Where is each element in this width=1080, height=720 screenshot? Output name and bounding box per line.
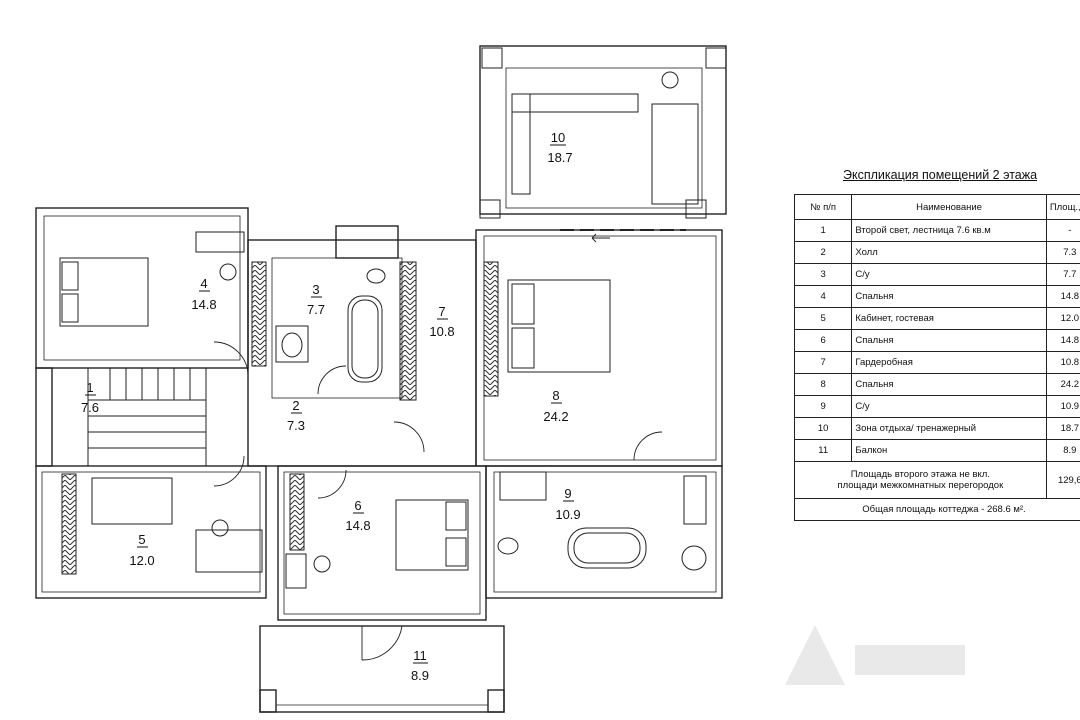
room-10-number: 10 <box>551 130 565 145</box>
wall-room-6 <box>277 465 487 621</box>
room-4-area: 14.8 <box>191 297 216 312</box>
sanitary <box>275 268 707 571</box>
cell-num: 2 <box>793 241 853 264</box>
cell-name: Зона отдыха/ тренажерный <box>851 417 1047 440</box>
floor-total-label-line1: Площадь второго этажа не вкл. <box>850 469 990 480</box>
floor-total-label: Площадь второго этажа не вкл. площади ме… <box>794 461 1047 499</box>
watermark-logo <box>785 625 965 685</box>
cell-name: Спальня <box>851 285 1047 308</box>
wall-room-9 <box>485 465 723 599</box>
cell-name: С/у <box>851 395 1047 418</box>
cell-num: 10 <box>793 417 853 440</box>
cell-area: 7.3 <box>1045 241 1080 264</box>
cell-area: 10.9 <box>1045 395 1080 418</box>
cell-num: 3 <box>793 263 853 286</box>
room-8-number: 8 <box>552 388 559 403</box>
cell-area: 10.8 <box>1045 351 1080 374</box>
cell-area: 14.8 <box>1045 285 1080 308</box>
header-name: Наименование <box>851 194 1047 220</box>
cell-name: Холл <box>851 241 1047 264</box>
cell-area: 18.7 <box>1045 417 1080 440</box>
room-2-number: 2 <box>292 398 299 413</box>
room-1-number: 1 <box>86 380 93 395</box>
wall-room-11 <box>259 625 505 713</box>
cell-name: Спальня <box>851 329 1047 352</box>
cottage-total-row: Общая площадь коттеджа - 268.6 м². <box>794 498 1080 521</box>
cell-area: 8.9 <box>1045 439 1080 462</box>
room-6-area: 14.8 <box>345 518 370 533</box>
cell-num: 7 <box>793 351 853 374</box>
cell-num: 8 <box>793 373 853 396</box>
room-5-area: 12.0 <box>129 553 154 568</box>
cell-num: 6 <box>793 329 853 352</box>
cottage-total: Общая площадь коттеджа - 268.6 м². <box>794 498 1080 521</box>
cell-num: 9 <box>793 395 853 418</box>
room-7-number: 7 <box>438 304 445 319</box>
header-num: № п/п <box>793 194 853 220</box>
cell-num: 4 <box>793 285 853 308</box>
wall-room-10 <box>479 45 727 215</box>
cell-area: 24.2 <box>1045 373 1080 396</box>
cell-name: Гардеробная <box>851 351 1047 374</box>
wall-room-8 <box>475 229 723 467</box>
floor-plan: 1 7.6 2 7.3 3 7.7 4 14.8 5 12.0 6 14.8 7… <box>35 45 727 713</box>
cell-num: 5 <box>793 307 853 330</box>
cell-name: Кабинет, гостевая <box>851 307 1047 330</box>
header-area: Площ., м <box>1045 194 1080 220</box>
floor-total-label-line2: площади межкомнатных перегородок <box>837 480 1004 491</box>
room-10-area: 18.7 <box>547 150 572 165</box>
room-11-area: 8.9 <box>411 668 429 683</box>
doors <box>213 233 663 661</box>
stairs <box>87 367 207 467</box>
room-7-area: 10.8 <box>429 324 454 339</box>
room-4-number: 4 <box>200 276 207 291</box>
cell-area: 7.7 <box>1045 263 1080 286</box>
wall-window-block <box>335 225 399 259</box>
floor-total-row: Площадь второго этажа не вкл. площади ме… <box>794 461 1080 499</box>
wardrobes <box>61 261 499 575</box>
cell-name: Второй свет, лестница 7.6 кв.м <box>851 219 1047 242</box>
cell-area: - <box>1045 219 1080 242</box>
room-3-number: 3 <box>312 282 319 297</box>
room-5-number: 5 <box>138 532 145 547</box>
room-8-area: 24.2 <box>543 409 568 424</box>
legend-title: Экспликация помещений 2 этажа <box>843 168 1038 182</box>
room-6-number: 6 <box>354 498 361 513</box>
room-2-area: 7.3 <box>287 418 305 433</box>
room-11-number: 11 <box>413 648 427 663</box>
furniture <box>195 71 699 589</box>
cell-name: Спальня <box>851 373 1047 396</box>
room-1-area: 7.6 <box>81 400 99 415</box>
cell-name: Балкон <box>851 439 1047 462</box>
floor-total-value: 129,6 <box>1045 461 1080 499</box>
cell-num: 11 <box>793 439 853 462</box>
cell-num: 1 <box>793 219 853 242</box>
room-3-area: 7.7 <box>307 302 325 317</box>
room-9-number: 9 <box>564 486 571 501</box>
room-9-area: 10.9 <box>555 507 580 522</box>
beds <box>59 257 611 571</box>
table-header-row: № п/п Наименование Площ., м <box>793 194 1080 220</box>
cell-area: 12.0 <box>1045 307 1080 330</box>
cell-area: 14.8 <box>1045 329 1080 352</box>
cell-name: С/у <box>851 263 1047 286</box>
